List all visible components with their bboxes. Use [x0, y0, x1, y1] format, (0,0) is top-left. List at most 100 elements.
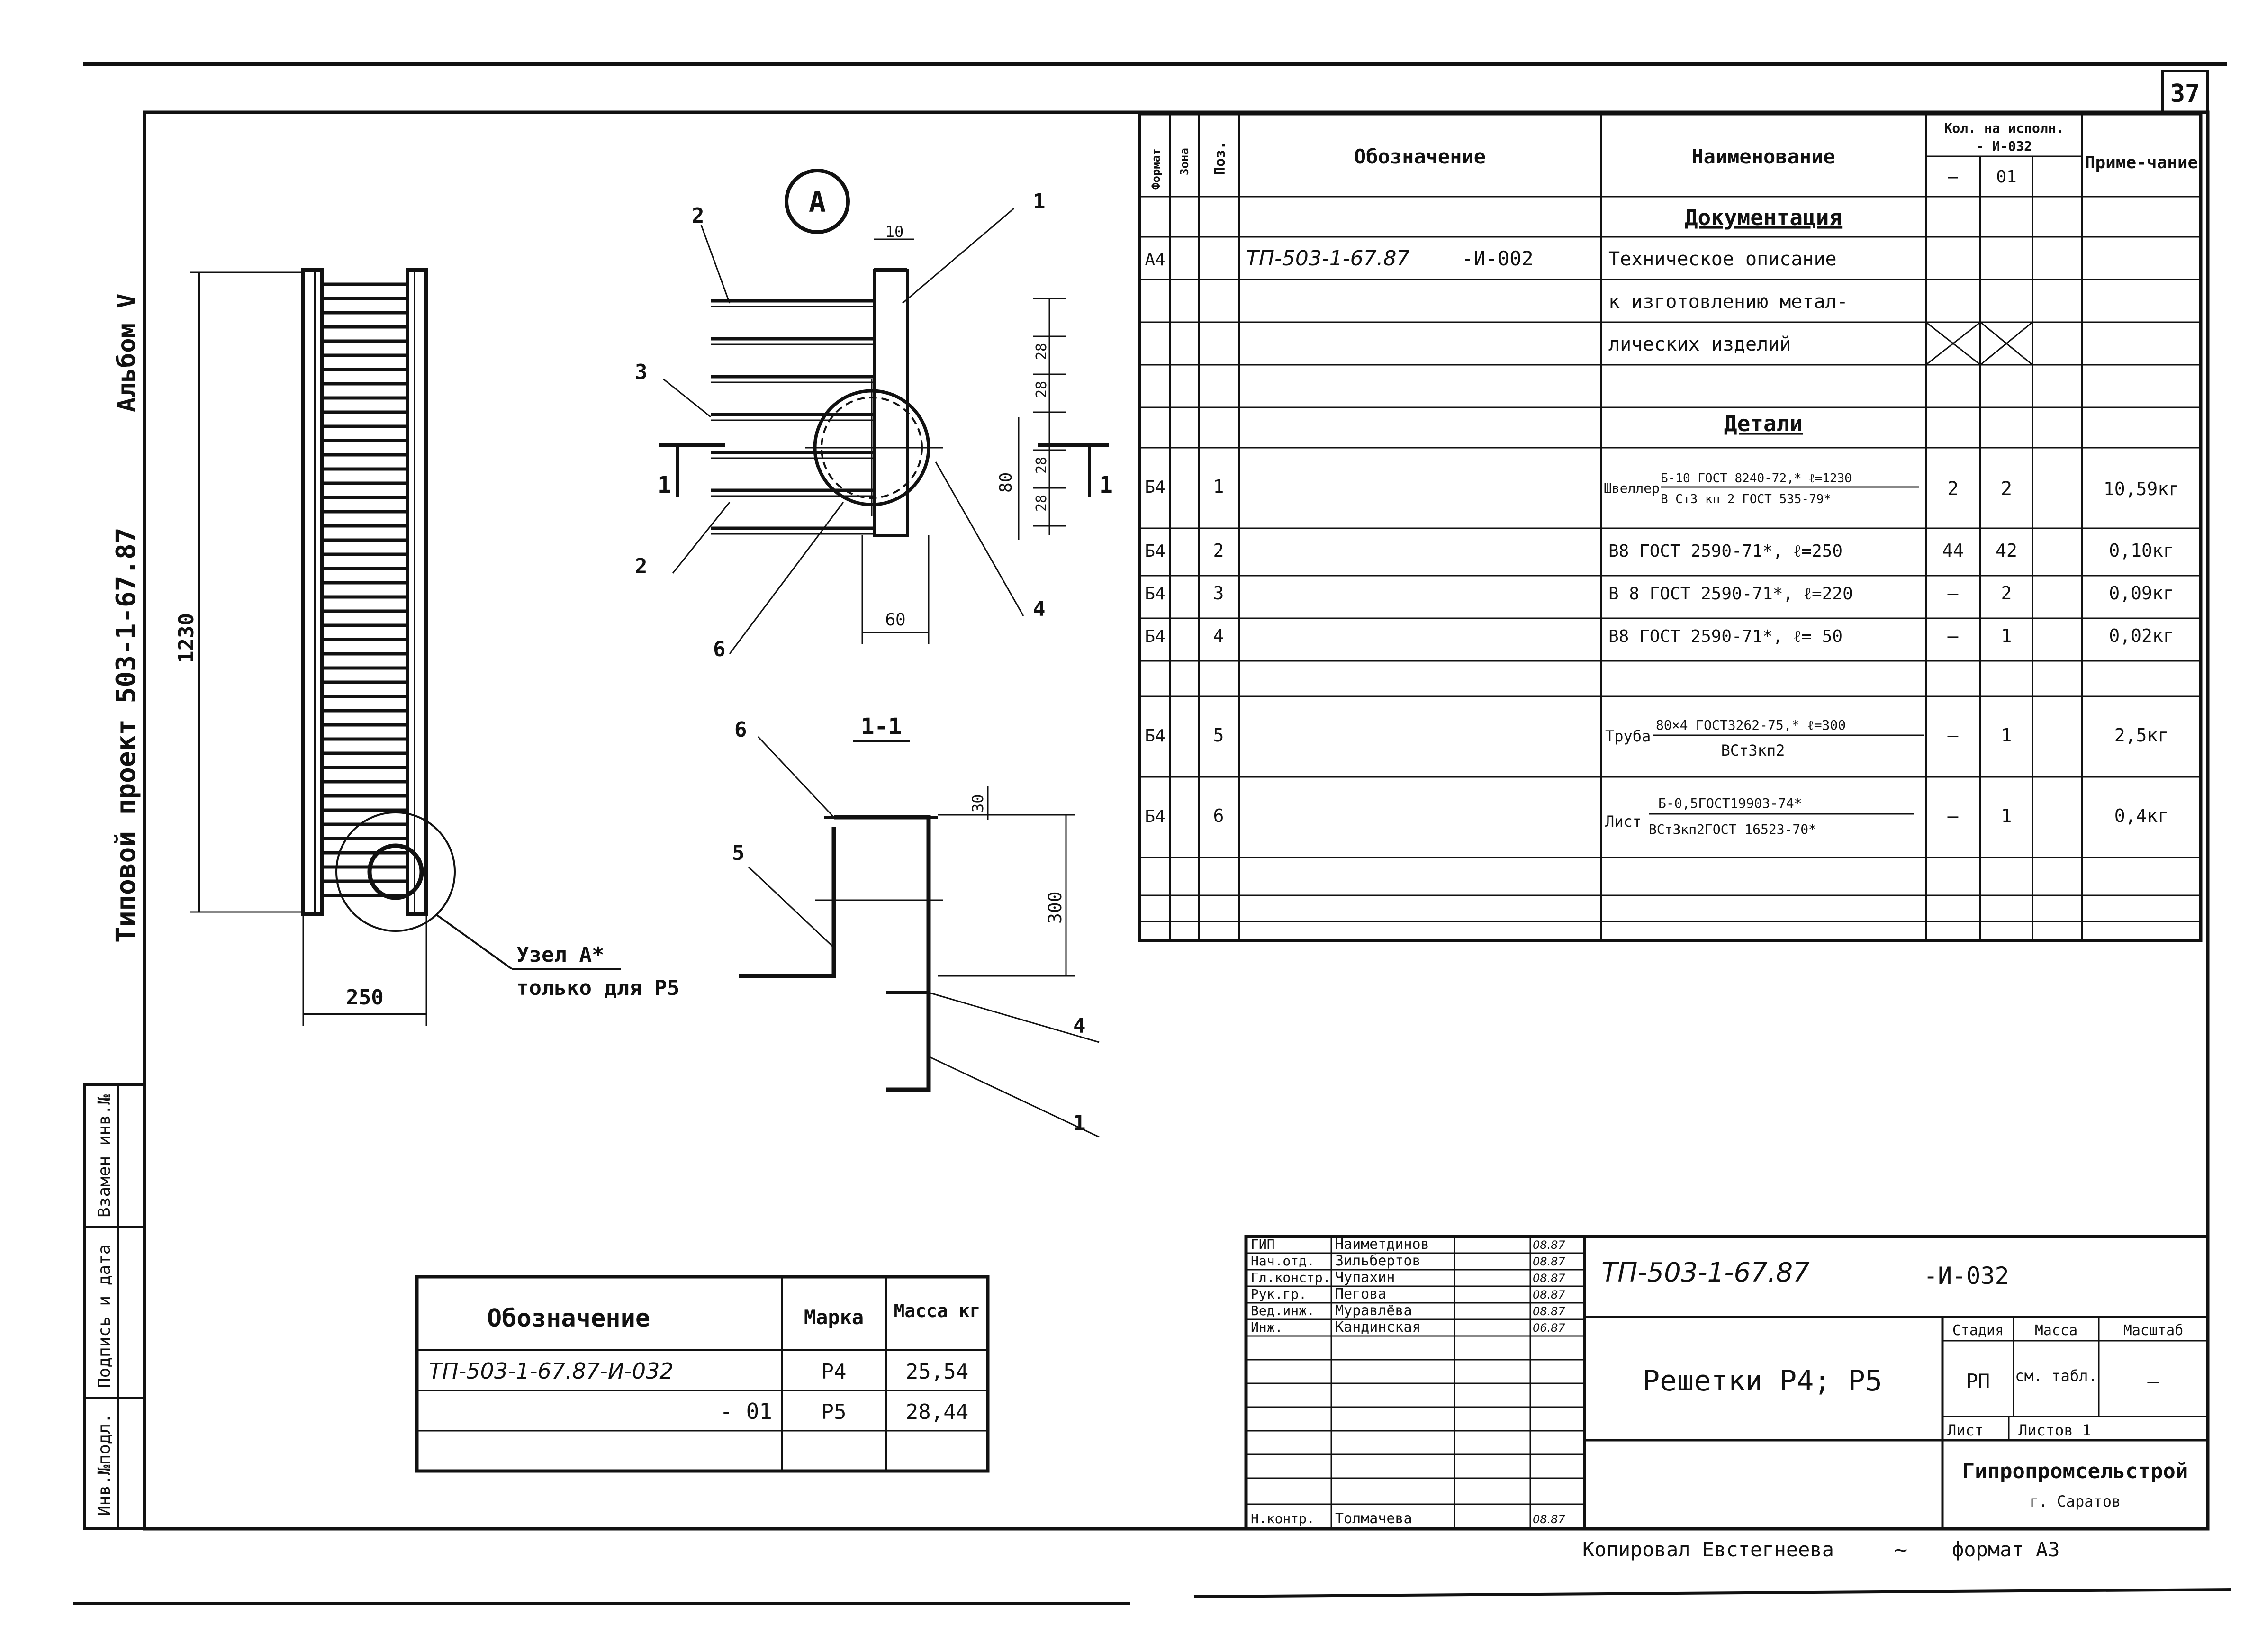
hdr-designation: Обозначение	[1354, 145, 1486, 168]
title-block-name: Кандинская	[1335, 1319, 1421, 1336]
title-block-role: Вед.инж.	[1251, 1303, 1315, 1318]
row2-pos: 2	[1213, 540, 1224, 561]
hdr-zone: Зона	[1178, 148, 1191, 175]
tb-sheets-label: Листов 1	[2018, 1421, 2091, 1439]
row1-format: Б4	[1145, 478, 1165, 497]
row4-q1: —	[1948, 625, 1959, 646]
pos-3: 3	[635, 360, 648, 384]
row4-pos: 4	[1213, 625, 1224, 646]
footer-format: формат А3	[1952, 1538, 2060, 1561]
title-block-date: 08.87	[1533, 1288, 1565, 1301]
row4-format: Б4	[1145, 627, 1165, 646]
pos-2-b: 2	[635, 554, 648, 578]
row3-note: 0,09кг	[2109, 583, 2174, 604]
footer-signature: ~	[1893, 1539, 1909, 1561]
tb-title: Решетки Р4; Р5	[1643, 1364, 1882, 1398]
side-stamp: Инв.№подл. Подпись и дата Взамен инв.№	[83, 1083, 146, 1530]
cut-mark-left: 1	[658, 472, 671, 498]
hdr-qty-col1: —	[1948, 167, 1958, 187]
row2-q2: 42	[1996, 540, 2017, 561]
row6-bottom: ВСт3кп2ГОСТ 16523-70*	[1649, 821, 1816, 837]
mass-hdr-mark: Марка	[804, 1306, 864, 1329]
row6-q1: —	[1948, 805, 1959, 826]
dim-28-1: 28	[1033, 343, 1050, 360]
title-block-date: 08.87	[1533, 1305, 1565, 1318]
row2-note: 0,10кг	[2109, 540, 2174, 561]
doc-name-2: к изготовлению метал-	[1608, 291, 1848, 313]
doc-format: А4	[1145, 250, 1165, 270]
section-details: Детали	[1724, 411, 1803, 436]
row4-q2: 1	[2001, 625, 2012, 646]
hdr-pos: Поз.	[1212, 141, 1228, 175]
section-1-1: 1-1 300 30 6 5 4 1	[732, 713, 1100, 1138]
dim-28-4: 28	[1033, 495, 1050, 512]
dim-60: 60	[885, 610, 905, 630]
tb-doc-suffix: -И-032	[1924, 1262, 2009, 1290]
stamp-inv: Инв.№подл.	[95, 1413, 114, 1516]
pos-4-b: 4	[1073, 1014, 1086, 1038]
row5-bottom: ВСт3кп2	[1721, 741, 1785, 759]
detail-ref: А	[809, 186, 826, 219]
row3-format: Б4	[1145, 584, 1165, 604]
row2-format: Б4	[1145, 542, 1165, 561]
tb-city: г. Саратов	[2030, 1492, 2121, 1510]
pos-6-a: 6	[713, 637, 726, 661]
row1-bottom: В Ст3 кп 2 ГОСТ 535-79*	[1661, 492, 1831, 506]
row2-q1: 44	[1942, 540, 1964, 561]
pos-4-a: 4	[1033, 597, 1046, 621]
row6-prefix: Лист	[1605, 812, 1642, 831]
tb-mass-value: см. табл.	[2015, 1367, 2097, 1385]
row1-top: Б-10 ГОСТ 8240-72,* ℓ=1230	[1661, 471, 1852, 486]
row3-q1: —	[1948, 583, 1959, 604]
hdr-qty: Кол. на исполн.	[1944, 120, 2064, 136]
row6-pos: 6	[1213, 805, 1224, 826]
title-block-role: Инж.	[1251, 1319, 1283, 1335]
tb-scale-label: Масштаб	[2123, 1322, 2183, 1339]
title-block-date: 08.87	[1533, 1272, 1565, 1285]
hdr-format: Формат	[1149, 148, 1163, 190]
footer-copied: Копировал Евстегнеева	[1582, 1538, 1834, 1561]
title-block-date: 06.87	[1533, 1321, 1565, 1335]
hdr-name: Наименование	[1691, 145, 1835, 168]
dim-width: 250	[346, 985, 383, 1010]
row3-pos: 3	[1213, 583, 1224, 604]
row4-note: 0,02кг	[2109, 625, 2174, 646]
tb-org: Гипропромсельстрой	[1962, 1459, 2188, 1483]
tb-sheet-label: Лист	[1947, 1421, 1984, 1439]
title-block-role: Рук.гр.	[1251, 1286, 1307, 1302]
page-number: 37	[2170, 80, 2200, 108]
row3-name: В 8 ГОСТ 2590-71*, ℓ=220	[1608, 584, 1853, 604]
tb-mass-label: Масса	[2035, 1322, 2077, 1339]
project-label: Типовой проект 503-1-67.87	[111, 527, 142, 943]
dim-80: 80	[996, 472, 1016, 493]
row4-name: В8 ГОСТ 2590-71*, ℓ= 50	[1608, 627, 1843, 646]
mass-hdr-designation: Обозначение	[487, 1304, 650, 1333]
row6-top: Б-0,5ГОСТ19903-74*	[1658, 795, 1802, 811]
cut-mark-right: 1	[1099, 472, 1113, 498]
pos-1-a: 1	[1033, 190, 1046, 214]
doc-designation: ТП-503-1-67.87	[1246, 246, 1410, 271]
node-a-circle	[335, 812, 456, 932]
tb-stage-label: Стадия	[1952, 1322, 2004, 1339]
pos-6-b: 6	[734, 718, 747, 742]
pipe-circle	[367, 843, 424, 900]
dim-28-2: 28	[1033, 381, 1050, 398]
dim-30: 30	[969, 794, 987, 812]
title-block-date: 08.87	[1533, 1238, 1565, 1252]
mass-row1-mass: 25,54	[906, 1360, 968, 1384]
doc-name-1: Техническое описание	[1608, 248, 1837, 270]
hdr-qty-sub: - И-032	[1976, 138, 2032, 154]
stamp-sign: Подпись и дата	[95, 1245, 114, 1388]
row1-q2: 2	[2001, 478, 2012, 500]
row5-pos: 5	[1213, 725, 1224, 746]
title-block-role: ГИП	[1251, 1237, 1275, 1252]
row1-note: 10,59кг	[2104, 478, 2179, 499]
pos-1-b: 1	[1073, 1111, 1086, 1135]
pos-5: 5	[732, 841, 745, 865]
row5-q2: 1	[2001, 725, 2012, 746]
mass-row1-mark: Р4	[822, 1360, 847, 1384]
spec-table: Формат Зона Поз. Обозначение Наименовани…	[1138, 112, 2203, 942]
mass-table: Обозначение Марка Масса кг ТП-503-1-67.8…	[415, 1275, 990, 1473]
dim-300: 300	[1045, 891, 1066, 924]
row5-top: 80×4 ГОСТ3262-75,* ℓ=300	[1656, 717, 1846, 733]
